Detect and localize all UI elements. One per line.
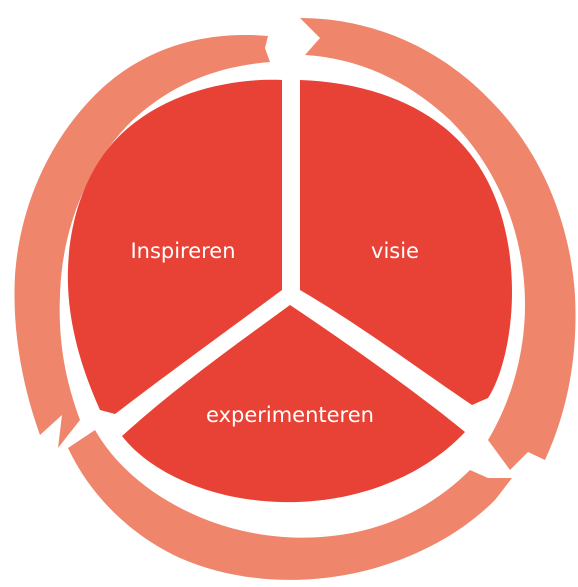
label-visie: visie — [371, 239, 419, 263]
label-inspireren: Inspireren — [130, 239, 235, 263]
segment-experimenteren — [122, 305, 465, 503]
ring-arc-bottom — [68, 430, 512, 580]
segment-inspireren — [67, 79, 283, 414]
outer-cycle-ring — [14, 18, 576, 580]
ring-arc-right — [300, 18, 576, 470]
ring-arc-left — [14, 34, 270, 449]
segment-visie — [300, 80, 512, 405]
label-experimenteren: experimenteren — [206, 403, 374, 427]
inner-segments — [67, 79, 512, 503]
